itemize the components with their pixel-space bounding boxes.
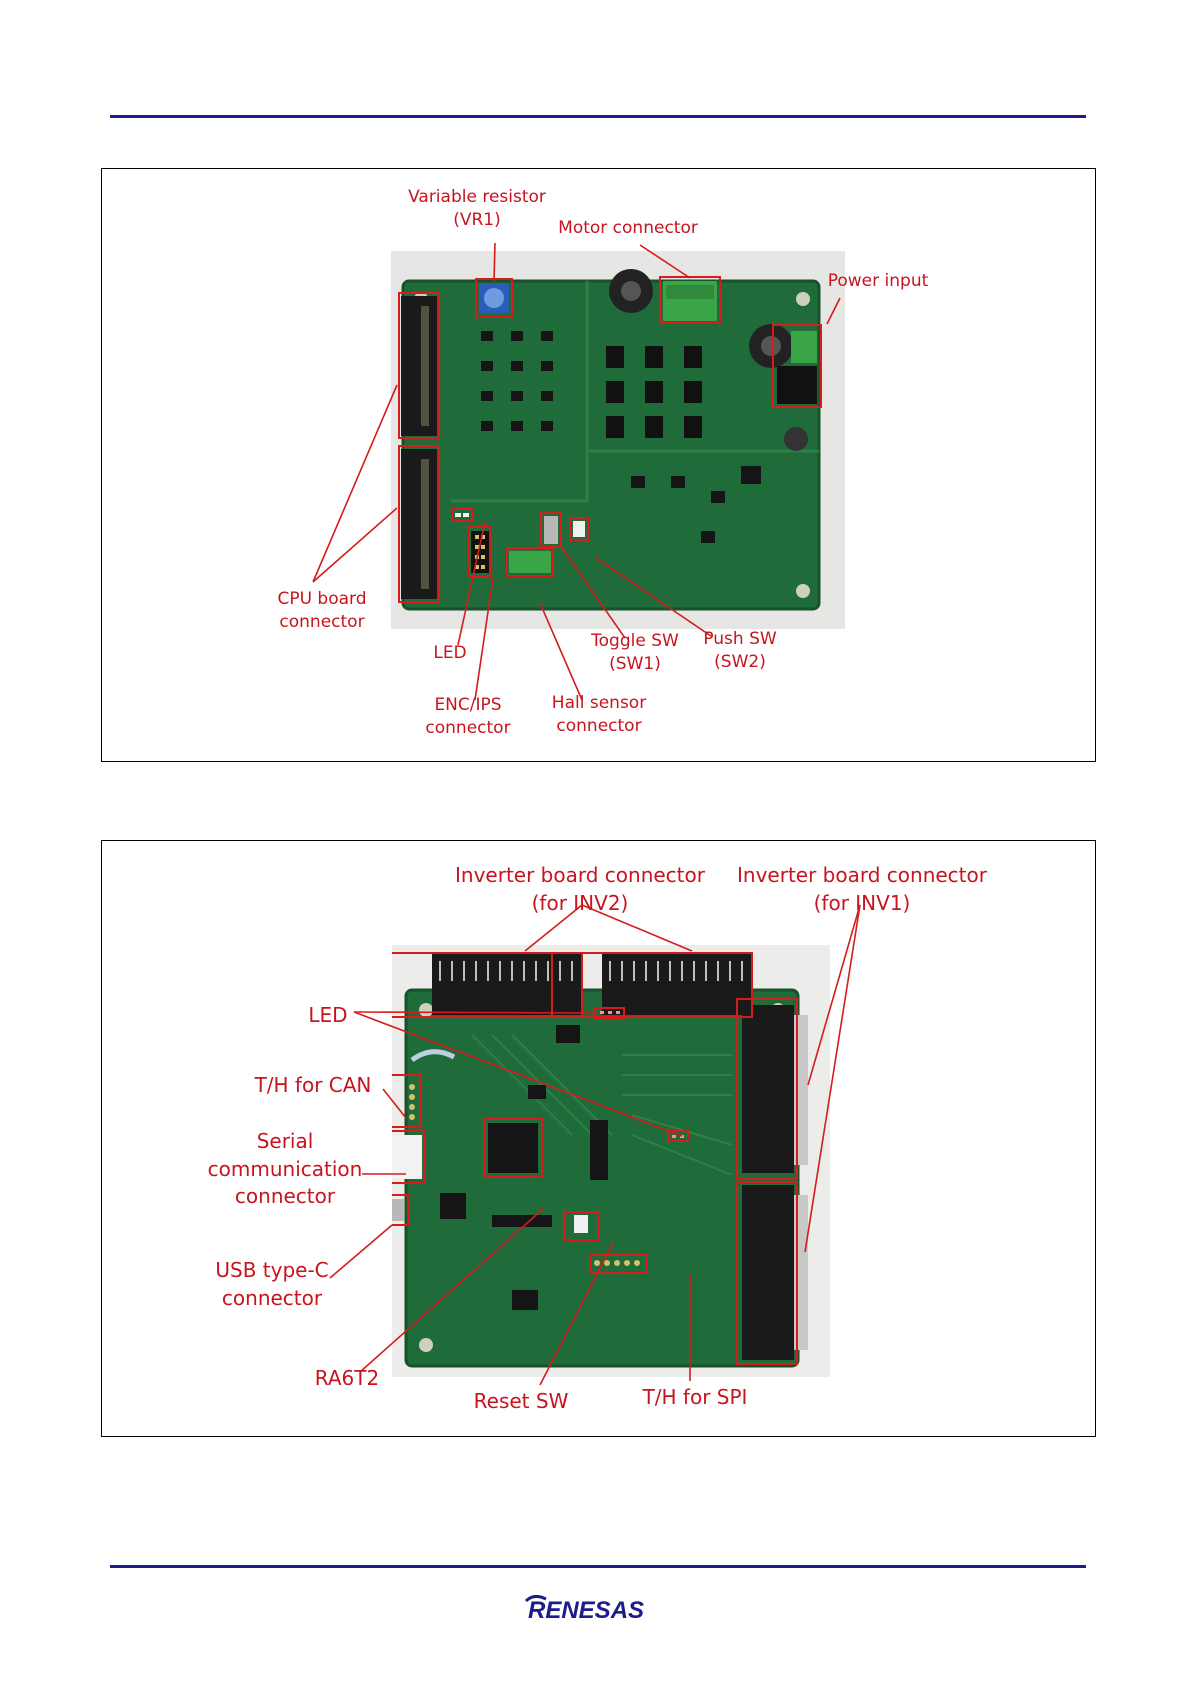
label-toggle-sw: Toggle SW(SW1) [591,631,679,675]
label-inverter-connector-inv2: Inverter board connector(for INV2) [455,863,705,915]
inverter-board-photo [391,251,845,629]
label-inverter-connector-inv1: Inverter board connector(for INV1) [737,863,987,915]
label-push-sw: Push SW(SW2) [703,629,777,673]
figure-1-frame [101,168,1096,762]
renesas-logo: RENESAS [524,1595,644,1621]
footer-rule [110,1565,1086,1568]
cpu-board-photo [392,945,830,1377]
label-th-for-spi: T/H for SPI [642,1385,748,1409]
label-ra6t2: RA6T2 [314,1366,380,1390]
label-motor-connector: Motor connector [558,218,698,238]
header-rule [110,115,1086,118]
figure-2-frame [101,840,1096,1437]
label-power-input: Power input [827,271,929,291]
label-reset-sw: Reset SW [473,1389,569,1413]
label-variable-resistor: Variable resistor(VR1) [408,187,546,231]
label-led: LED [433,643,467,663]
label-th-for-can: T/H for CAN [254,1073,372,1097]
label-led: LED [308,1003,348,1027]
renesas-logo-text: RENESAS [528,1597,644,1621]
